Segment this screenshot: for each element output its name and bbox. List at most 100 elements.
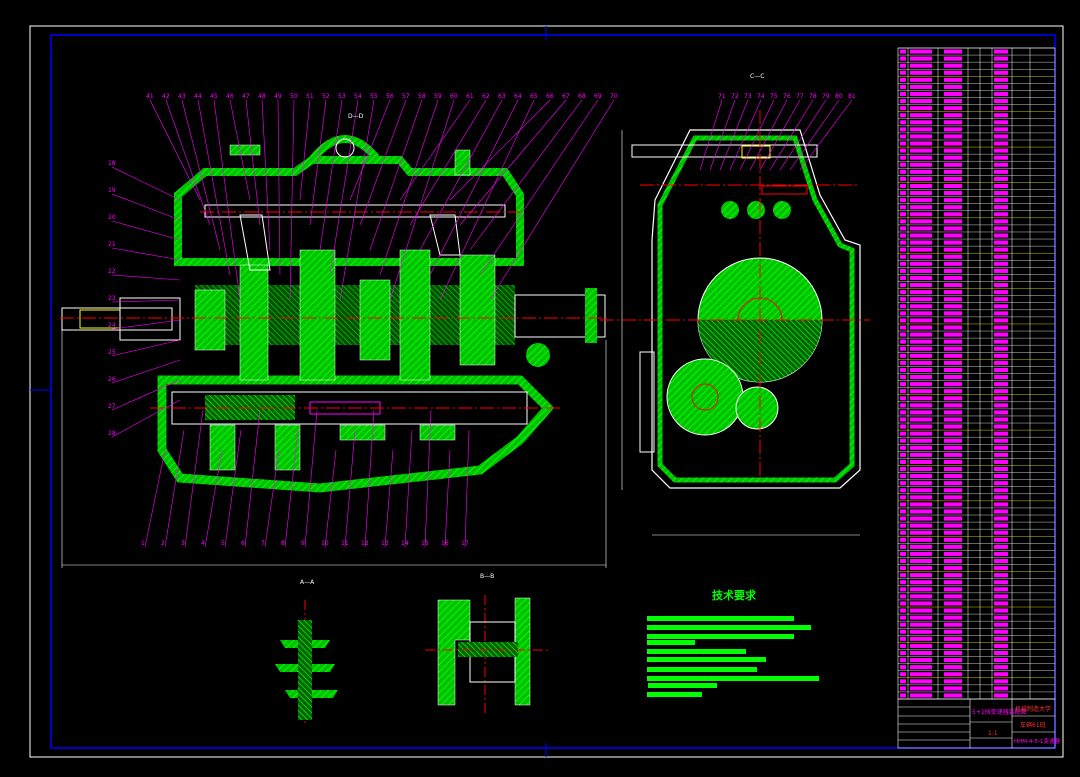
parts-list-row (900, 261, 906, 266)
side-view (600, 110, 870, 536)
callout-number: 9 (301, 540, 305, 547)
section-labels: A—AB—BC—CD—D (300, 73, 764, 586)
leader-line (111, 319, 181, 330)
parts-list-row (900, 643, 906, 648)
parts-list-row (900, 587, 906, 592)
parts-list-row (900, 601, 906, 606)
parts-list-row (900, 417, 906, 422)
parts-list-row (900, 629, 906, 634)
parts-list-row (900, 530, 906, 535)
callout-number: 22 (108, 268, 116, 275)
callout-number: 53 (338, 93, 346, 100)
leader-line (349, 99, 391, 201)
parts-list-row (900, 481, 906, 486)
parts-list-row (900, 459, 906, 464)
parts-list-row (900, 205, 906, 210)
leader-line (111, 339, 181, 357)
class-name: 车辆61班 (1020, 721, 1046, 729)
parts-list-row (900, 396, 906, 401)
leader-line (769, 99, 814, 171)
leader-line (364, 409, 375, 548)
callout-number: 74 (757, 93, 765, 100)
section-view-small-2 (425, 595, 550, 715)
parts-list-row (900, 573, 906, 578)
leader-line (213, 99, 241, 301)
leader-line (439, 99, 535, 301)
leader-line (111, 247, 181, 261)
leader-line (111, 359, 181, 384)
leader-line (111, 399, 181, 438)
parts-list-row (900, 502, 906, 507)
parts-list-row (900, 615, 906, 620)
parts-list-row (900, 169, 906, 174)
drawing-number: HHM-4-5-1变速器 (1014, 737, 1060, 745)
parts-list-row (900, 155, 906, 160)
leader-line (264, 449, 280, 548)
parts-list-row (900, 77, 906, 82)
leader-line (309, 99, 327, 226)
leader-line (224, 429, 242, 548)
parts-list-row (900, 318, 906, 323)
parts-list-row (900, 516, 906, 521)
callout-number: 52 (322, 93, 330, 100)
callout-number: 60 (450, 93, 458, 100)
callout-number: 44 (194, 93, 202, 100)
callout-number: 15 (421, 540, 429, 547)
callout-number: 54 (354, 93, 362, 100)
callout-number: 42 (162, 93, 170, 100)
parts-list-row (900, 84, 906, 89)
parts-list-row (900, 466, 906, 472)
parts-list-row (900, 672, 906, 677)
parts-list-row (900, 424, 906, 429)
leader-line (429, 99, 519, 276)
callout-number: 21 (108, 241, 116, 248)
parts-list-row (900, 353, 906, 358)
parts-list-row (900, 283, 906, 288)
leader-line (709, 99, 736, 171)
parts-list-row (900, 311, 906, 316)
parts-list-row (900, 474, 906, 479)
callout-number: 45 (210, 93, 218, 100)
parts-list-row (900, 297, 906, 302)
callout-number: 14 (401, 540, 409, 547)
callout-number: 43 (178, 93, 186, 100)
parts-list-row (900, 686, 906, 691)
callout-number: 6 (241, 540, 245, 547)
section-label: A—A (300, 579, 315, 586)
leader-line (424, 409, 432, 548)
leader-line (729, 99, 762, 171)
school-name: 机械制造大学 (1015, 705, 1051, 713)
callout-number: 73 (744, 93, 752, 100)
parts-list-row (900, 162, 906, 167)
callout-number: 58 (418, 93, 426, 100)
main-section-view (60, 135, 610, 568)
leader-line (324, 449, 337, 548)
leader-line (149, 99, 201, 201)
callout-number: 20 (108, 214, 116, 221)
leader-line (111, 379, 181, 411)
leader-line (319, 99, 343, 251)
parts-list-row (900, 580, 906, 585)
leader-line (197, 99, 231, 276)
callout-number: 62 (482, 93, 490, 100)
callout-number: 51 (306, 93, 314, 100)
callout-number: 28 (108, 430, 116, 437)
leader-line (284, 429, 299, 548)
parts-list-row (900, 431, 906, 436)
parts-list-row (900, 49, 906, 54)
leader-line (111, 299, 181, 303)
scale-label: 1:1 (988, 730, 998, 737)
callout-number: 8 (281, 540, 285, 547)
callout-number: 13 (381, 540, 389, 547)
parts-list-row (900, 339, 906, 344)
leader-line (389, 99, 455, 301)
leader-line (339, 99, 375, 301)
parts-list-row (900, 240, 906, 245)
parts-list-row (900, 410, 906, 415)
parts-list-row (900, 268, 906, 273)
callout-number: 49 (274, 93, 282, 100)
callout-number: 65 (530, 93, 538, 100)
